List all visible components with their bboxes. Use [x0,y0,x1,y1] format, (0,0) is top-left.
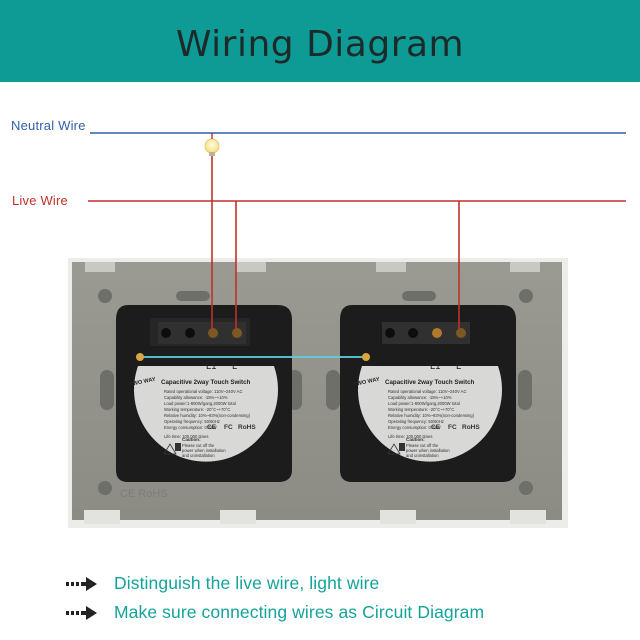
terminal-label-l1: L1 [430,361,441,372]
spec-line: Load power:1-800W/gang,2000W total [388,401,460,406]
caution-line: Caution: [406,437,425,442]
terminal-label-l: L [456,361,461,372]
dashed-arrow-icon [66,576,97,591]
cert-ce-mark: CE [431,424,441,431]
warning-triangle-icon [387,443,405,455]
spec-line: Life time: 100,000 times [388,434,432,439]
spec-line: Working temperature: -20°C~+70°C [164,407,230,412]
terminal-label-l1: L1 [206,361,217,372]
spec-line: Energy consumption: 0.02W [164,425,217,430]
dashed-arrow-icon [66,605,97,620]
cert-fc-mark: FC [448,424,457,431]
warning-triangle-icon [163,443,181,455]
cert-ce-mark: CE [207,424,217,431]
switch-title: Capacitive 2way Touch Switch [161,379,251,386]
note-text: Distinguish the live wire, light wire [114,573,380,593]
note-text: Make sure connecting wires as Circuit Di… [114,602,485,622]
spec-line: Rated operational voltage: 110V~240V AC [388,389,467,394]
switch-mode-label: TWO WAY [129,377,156,388]
cert-rohs-mark: RoHS [462,424,480,431]
page-title: Wiring Diagram [175,23,465,65]
spec-line: Working temperature: -20°C~+70°C [388,407,454,412]
switch-label-disc-1 [134,366,278,462]
note-item: Distinguish the live wire, light wire [66,569,484,598]
notes-list: Distinguish the live wire, light wire Ma… [66,569,484,627]
terminal-block-icon [382,322,470,344]
caution-line: power when installation [182,448,226,453]
note-item: Make sure connecting wires as Circuit Di… [66,598,484,627]
cert-rohs-mark: RoHS [238,424,256,431]
spec-line: Rated operational voltage: 110V~240V AC [164,389,243,394]
spec-line: Relative humidity: 10%~93%(non-condensin… [388,413,475,418]
spec-line: Energy consumption: 0.02W [388,425,441,430]
switch-mode-label: TWO WAY [353,377,380,388]
caution-line: Caution: [182,437,201,442]
spec-line: Operating frequency: 50/60Hz [388,419,444,424]
spec-line: Capability allowance: -15%~+10% [388,395,452,400]
spec-line: Operating frequency: 50/60Hz [164,419,220,424]
header-banner: Wiring Diagram [0,0,640,82]
spec-line: Load power:1-800W/gang,2000W total [164,401,236,406]
caution-line: Please cut off the [406,443,439,448]
spec-line: Capability allowance: -15%~+10% [164,395,228,400]
caution-line: and uninstallation [182,453,215,458]
cert-fc-mark: FC [224,424,233,431]
live-wire-label: Live Wire [12,193,68,208]
plate-embossed-mark: CE RoHS [120,488,168,500]
spec-line: Relative humidity: 10%~93%(non-condensin… [164,413,251,418]
caution-line: power when installation [406,448,450,453]
caution-line: Please cut off the [182,443,215,448]
spec-line: Life time: 100,000 times [164,434,208,439]
terminal-block-icon [158,322,246,344]
switch-title: Capacitive 2way Touch Switch [385,379,475,386]
light-bulb-icon [204,133,220,156]
neutral-wire-label: Neutral Wire [11,118,86,133]
caution-line: and uninstallation [406,453,439,458]
switch-label-disc-2 [357,366,502,462]
terminal-label-l: L [232,361,237,372]
